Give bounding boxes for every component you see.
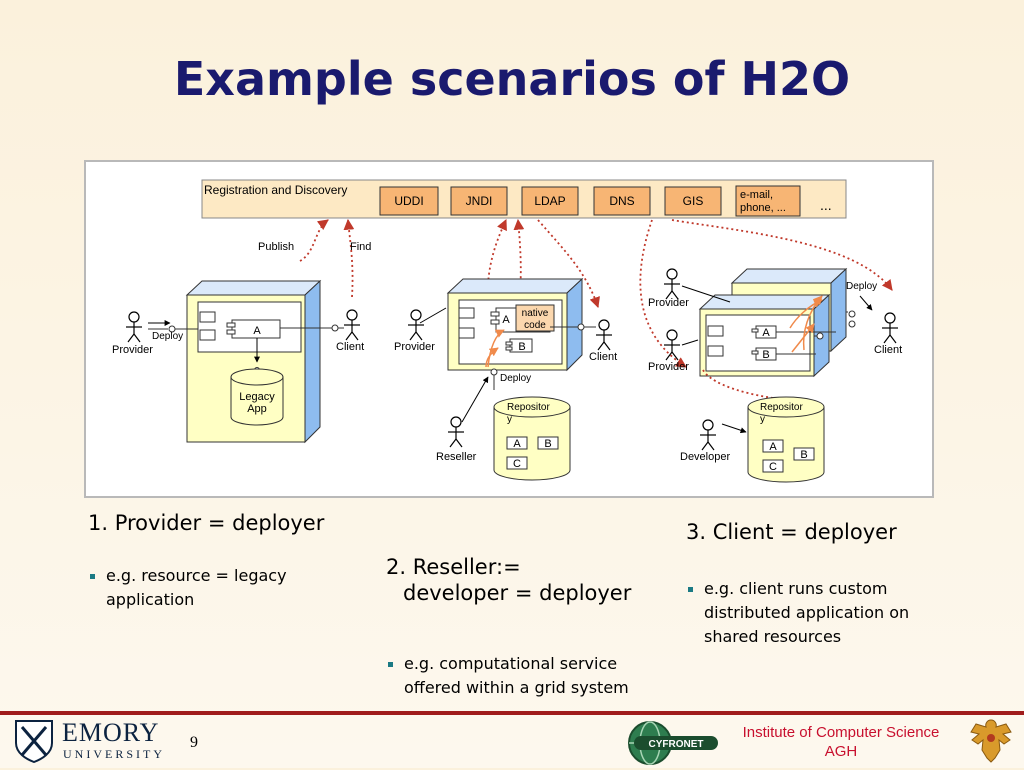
registry-gis: GIS <box>664 186 722 216</box>
component-a-s3: A <box>751 325 777 339</box>
provider-actor-s3-top <box>664 268 680 300</box>
provider-label-s3-bottom: Provider <box>648 361 689 373</box>
registry-dns: DNS <box>593 186 651 216</box>
find-label: Find <box>350 241 371 253</box>
client-actor-s1 <box>344 309 360 341</box>
diagram-canvas: Registration and Discovery UDDI JNDI LDA… <box>112 179 902 483</box>
provider-label-s3-top: Provider <box>648 297 689 309</box>
svg-text:y: y <box>760 414 765 425</box>
legacy-app-database: Legacy App <box>230 368 284 426</box>
deploy-label-s2: Deploy <box>500 373 531 384</box>
deploy-label-s1: Deploy <box>152 331 183 342</box>
svg-text:C: C <box>769 461 777 473</box>
svg-text:CYFRONET: CYFRONET <box>649 739 704 750</box>
svg-text:A: A <box>769 441 777 453</box>
svg-text:UDDI: UDDI <box>394 194 423 208</box>
developer-label: Developer <box>680 451 730 463</box>
slide-title: Example scenarios of H2O <box>173 52 851 106</box>
repository-s2: Repositor y A B C <box>493 396 571 481</box>
scenario1-heading: 1. Provider = deployer <box>88 511 325 535</box>
svg-text:LDAP: LDAP <box>534 194 565 208</box>
scenario3-text: 3. Client = deployer e.g. client runs cu… <box>686 519 986 649</box>
registry-uddi: UDDI <box>379 186 439 216</box>
bullet-square-icon <box>688 587 693 592</box>
svg-text:B: B <box>800 449 807 461</box>
emory-shield-icon <box>15 720 53 763</box>
registry-bar: Registration and Discovery UDDI JNDI LDA… <box>201 179 847 219</box>
svg-text:App: App <box>247 403 267 415</box>
publish-find-arrows <box>299 218 893 368</box>
cyfronet-logo: CYFRONET <box>624 720 720 766</box>
provider-actor-s3-bottom <box>664 329 680 361</box>
svg-text:JNDI: JNDI <box>466 194 493 208</box>
svg-text:A: A <box>502 314 510 326</box>
provider-actor-s1 <box>126 311 142 343</box>
scenario1-container <box>185 279 322 444</box>
svg-text:Repositor: Repositor <box>760 402 803 413</box>
svg-text:y: y <box>507 414 512 425</box>
page-number: 9 <box>190 734 198 751</box>
provider-label-s2: Provider <box>394 341 435 353</box>
svg-text:phone, ...: phone, ... <box>740 202 786 214</box>
svg-text:Legacy: Legacy <box>239 391 275 403</box>
publish-label: Publish <box>258 241 294 253</box>
svg-text:native: native <box>522 308 549 319</box>
svg-text:B: B <box>762 349 769 361</box>
reseller-actor <box>448 416 464 448</box>
svg-text:DNS: DNS <box>609 194 634 208</box>
container-ellipsis: ... <box>786 285 796 299</box>
scenario3-front-container <box>698 293 831 378</box>
provider-label-s1: Provider <box>112 344 153 356</box>
svg-text:B: B <box>518 341 525 353</box>
registry-jndi: JNDI <box>450 186 508 216</box>
svg-text:code: code <box>524 320 546 331</box>
footer-divider <box>0 711 1024 715</box>
developer-actor <box>700 419 716 451</box>
scenario2-bullet: e.g. computational service offered withi… <box>386 652 686 700</box>
registry-ldap: LDAP <box>521 186 579 216</box>
component-b-s2: B <box>505 338 533 353</box>
component-b-s3: B <box>751 347 777 361</box>
cyfronet-globe-icon: CYFRONET <box>628 721 718 765</box>
registry-email-phone: e-mail, phone, ... <box>735 185 801 217</box>
deploy-label-s3: Deploy <box>846 281 877 292</box>
repository-s3: Repositor y A B C <box>747 396 825 483</box>
svg-text:A: A <box>762 327 770 339</box>
bullet-square-icon <box>90 574 95 579</box>
scenario3-heading: 3. Client = deployer <box>686 520 897 544</box>
svg-text:C: C <box>513 458 521 470</box>
svg-text:B: B <box>544 438 551 450</box>
scenario2-text: 2. Reseller:= developer = deployer e.g. … <box>386 554 686 700</box>
client-label-s3: Client <box>874 344 902 356</box>
client-actor-s3 <box>882 312 898 344</box>
svg-text:Repositor: Repositor <box>507 402 550 413</box>
svg-text:e-mail,: e-mail, <box>740 189 773 201</box>
registry-ellipsis: ... <box>820 197 832 213</box>
svg-text:GIS: GIS <box>683 194 704 208</box>
reseller-label: Reseller <box>436 451 477 463</box>
client-label-s1: Client <box>336 341 364 353</box>
scenario3-bullet: e.g. client runs custom distributed appl… <box>686 577 986 649</box>
institute-name: Institute of Computer Science AGH <box>742 724 940 760</box>
h2o-scenarios-diagram: Registration and Discovery UDDI JNDI LDA… <box>84 160 934 498</box>
client-label-s2: Client <box>589 351 617 363</box>
emory-wordmark: EMORY <box>62 718 160 747</box>
university-wordmark: UNIVERSITY <box>63 747 165 761</box>
client-actor-s2 <box>596 319 612 351</box>
provider-actor-s2 <box>408 309 424 341</box>
emory-logo: EMORY UNIVERSITY <box>14 719 184 763</box>
svg-text:A: A <box>253 325 261 337</box>
scenario2-heading: 2. Reseller:= developer = deployer <box>386 555 632 605</box>
agh-eagle-icon <box>970 719 1012 763</box>
registry-label: Registration and Discovery <box>204 183 347 197</box>
native-code-box: native code <box>515 304 555 332</box>
scenario1-bullet: e.g. resource = legacy application <box>88 564 378 612</box>
component-a-s1: A <box>226 319 281 339</box>
scenario1-text: 1. Provider = deployer e.g. resource = l… <box>88 510 378 612</box>
bullet-square-icon <box>388 662 393 667</box>
svg-text:A: A <box>513 438 521 450</box>
